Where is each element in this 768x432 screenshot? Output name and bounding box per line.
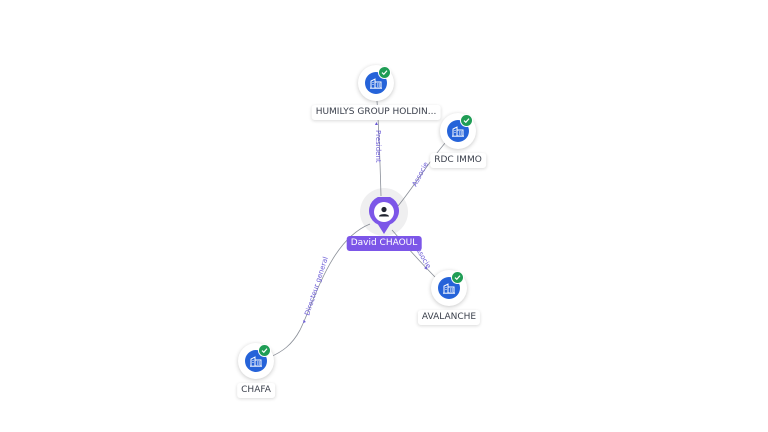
company-disc [431, 270, 467, 306]
verified-check-icon [451, 271, 464, 284]
edge-arrow-directeur: ▸ [300, 318, 308, 323]
company-label[interactable]: AVALANCHE [417, 310, 481, 325]
company-disc [358, 65, 394, 101]
company-disc [238, 343, 274, 379]
edge-arrow-president: ▸ [373, 122, 380, 125]
company-label[interactable]: RDC IMMO [430, 153, 486, 168]
edge-arrow-associe-avalanche: ▸ [422, 266, 430, 272]
edge-directeur [269, 223, 371, 358]
person-icon [369, 197, 399, 234]
company-label[interactable]: CHAFA [237, 383, 275, 398]
verified-check-icon [460, 114, 473, 127]
edge-label-president: President [374, 130, 382, 163]
company-disc [440, 113, 476, 149]
person-name-label[interactable]: David CHAOUL [346, 236, 422, 251]
verified-check-icon [258, 344, 271, 357]
company-label[interactable]: HUMILYS GROUP HOLDIN... [311, 105, 441, 120]
edge-label-associe-rdc: Associe [411, 161, 430, 188]
verified-check-icon [378, 66, 391, 79]
edge-label-directeur: Directeur general [303, 256, 330, 317]
edge-associe-avalanche [391, 229, 439, 281]
edge-associe-rdc [397, 141, 447, 207]
